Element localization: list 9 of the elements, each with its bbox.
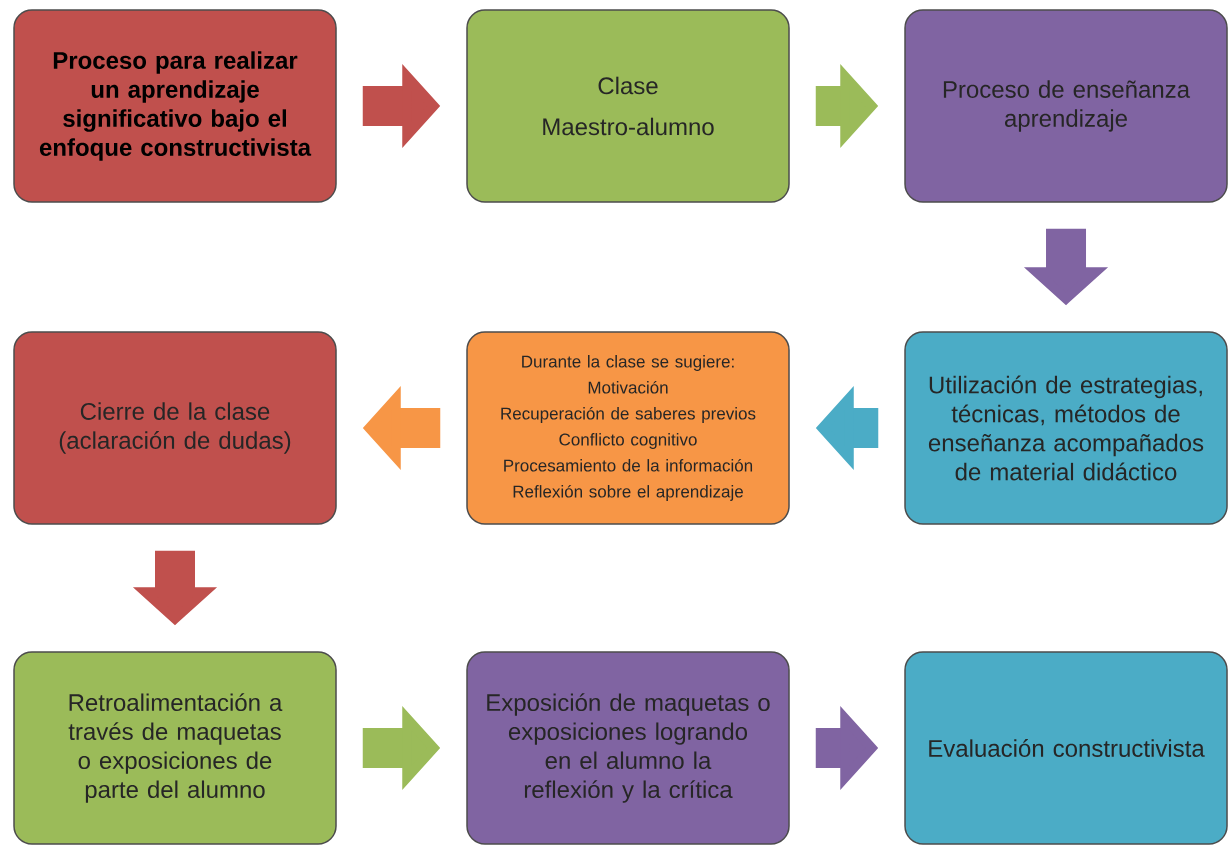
process-box: Utilización de estrategias, técnicas, métodos de enseñanza acompañados de material didáctico [904, 331, 1228, 525]
process-box: Retroalimentación a través de maquetas o exposiciones de parte del alumno [13, 651, 337, 845]
process-box: Proceso de enseñanza aprendizaje [904, 9, 1228, 203]
process-box: Cierre de la clase (aclaración de dudas) [13, 331, 337, 525]
process-box: Proceso para realizar un aprendizaje significativo bajo el enfoque constructivista [13, 9, 337, 203]
process-box: Clase Maestro-alumno [466, 9, 790, 203]
process-box: Durante la clase se sugiere: Motivación Recuperación de saberes previos Conflicto cognitivo Procesamiento de la información Reflexión sobre el aprendizaje [466, 331, 790, 525]
process-box: Exposición de maquetas o exposiciones logrando en el alumno la reflexión y la crítica [466, 651, 790, 845]
process-box: Evaluación constructivista [904, 651, 1228, 845]
